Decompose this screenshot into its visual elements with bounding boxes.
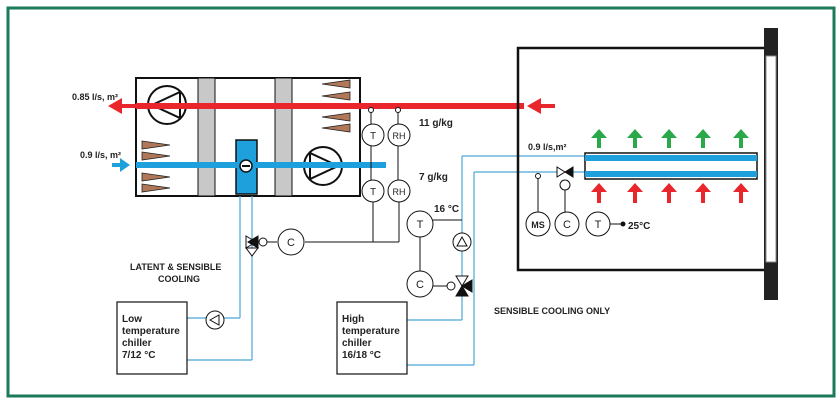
- svg-text:chiller: chiller: [342, 338, 372, 349]
- supply-in-arrow-icon: [120, 158, 130, 172]
- svg-text:T: T: [417, 219, 424, 231]
- svg-text:T: T: [370, 131, 376, 142]
- svg-text:Low: Low: [122, 314, 142, 325]
- arrow-up-icon: [591, 183, 607, 203]
- arrow-up-icon: [733, 183, 749, 203]
- heat-recovery-coil-icon: [321, 79, 351, 133]
- supply-flow-label: 0.9 l/s, m²: [80, 150, 121, 160]
- arrow-up-icon: [733, 129, 749, 148]
- arrow-up-icon: [661, 183, 677, 203]
- temperature-sensor-chilled-water: [406, 210, 434, 238]
- supply-duct: [112, 158, 386, 173]
- svg-text:T: T: [370, 187, 376, 198]
- beam-valve-icon: [556, 166, 566, 178]
- svg-text:High: High: [342, 314, 364, 325]
- three-way-valve-icon: [455, 275, 469, 287]
- cool-air-arrows: [591, 129, 749, 148]
- return-arrow-icon: [527, 98, 541, 114]
- exhaust-duct: [108, 98, 555, 114]
- controller-latent: [277, 228, 305, 256]
- exhaust-flow-label: 0.85 l/s, m²: [72, 92, 118, 102]
- room-controller: [554, 211, 580, 237]
- diagram-frame: [6, 6, 836, 398]
- svg-text:T: T: [595, 219, 602, 231]
- return-humidity-label: 11 g/kg: [419, 118, 453, 129]
- latent-control-loop: C: [187, 196, 305, 361]
- arrow-up-icon: [695, 129, 711, 148]
- supply-humidity-label: 7 g/kg: [419, 172, 448, 183]
- exhaust-arrow-icon: [108, 98, 122, 114]
- partition: [197, 77, 216, 197]
- motion-sensor: [525, 211, 551, 237]
- svg-text:MS: MS: [531, 220, 545, 230]
- arrow-up-icon: [695, 183, 711, 203]
- high-temp-chiller: [336, 301, 408, 375]
- svg-text:C: C: [287, 237, 295, 249]
- svg-text:chiller: chiller: [122, 338, 152, 349]
- svg-text:temperature: temperature: [342, 326, 400, 337]
- chilled-water-temp-label: 16 °C: [434, 204, 459, 215]
- svg-text:RH: RH: [393, 131, 406, 141]
- sensible-cooling-label: SENSIBLE COOLING ONLY: [494, 306, 610, 316]
- arrow-up-icon: [591, 129, 607, 148]
- warm-air-arrows: [591, 183, 749, 203]
- svg-text:RH: RH: [393, 187, 406, 197]
- low-temp-chiller: Low temperature chiller 7/12 °C: [116, 301, 188, 375]
- room: MS C T 25°C: [516, 28, 778, 300]
- partition: [274, 77, 293, 197]
- svg-text:C: C: [563, 219, 571, 231]
- sensible-control-loop: C T High temperature chiller 16/18 °C: [336, 155, 585, 375]
- arrow-up-icon: [627, 183, 643, 203]
- latent-cooling-label-2: COOLING: [158, 274, 200, 284]
- svg-text:C: C: [416, 279, 424, 291]
- air-handling-unit: [135, 77, 361, 197]
- svg-text:temperature: temperature: [122, 326, 180, 337]
- svg-text:16/18 °C: 16/18 °C: [342, 350, 381, 361]
- filter-coil-icon: [141, 140, 171, 193]
- room-flow-label: 0.9 l/s,m²: [528, 142, 567, 152]
- latent-cooling-label: LATENT & SENSIBLE: [130, 262, 221, 272]
- arrow-up-icon: [661, 129, 677, 148]
- duct-sensors: T RH T RH: [305, 107, 411, 243]
- temperature-sensor-return: [361, 123, 385, 147]
- humidity-sensor-return: [387, 123, 411, 147]
- svg-text:7/12 °C: 7/12 °C: [122, 350, 155, 361]
- svg-text:25°C: 25°C: [628, 221, 650, 232]
- arrow-up-icon: [627, 129, 643, 148]
